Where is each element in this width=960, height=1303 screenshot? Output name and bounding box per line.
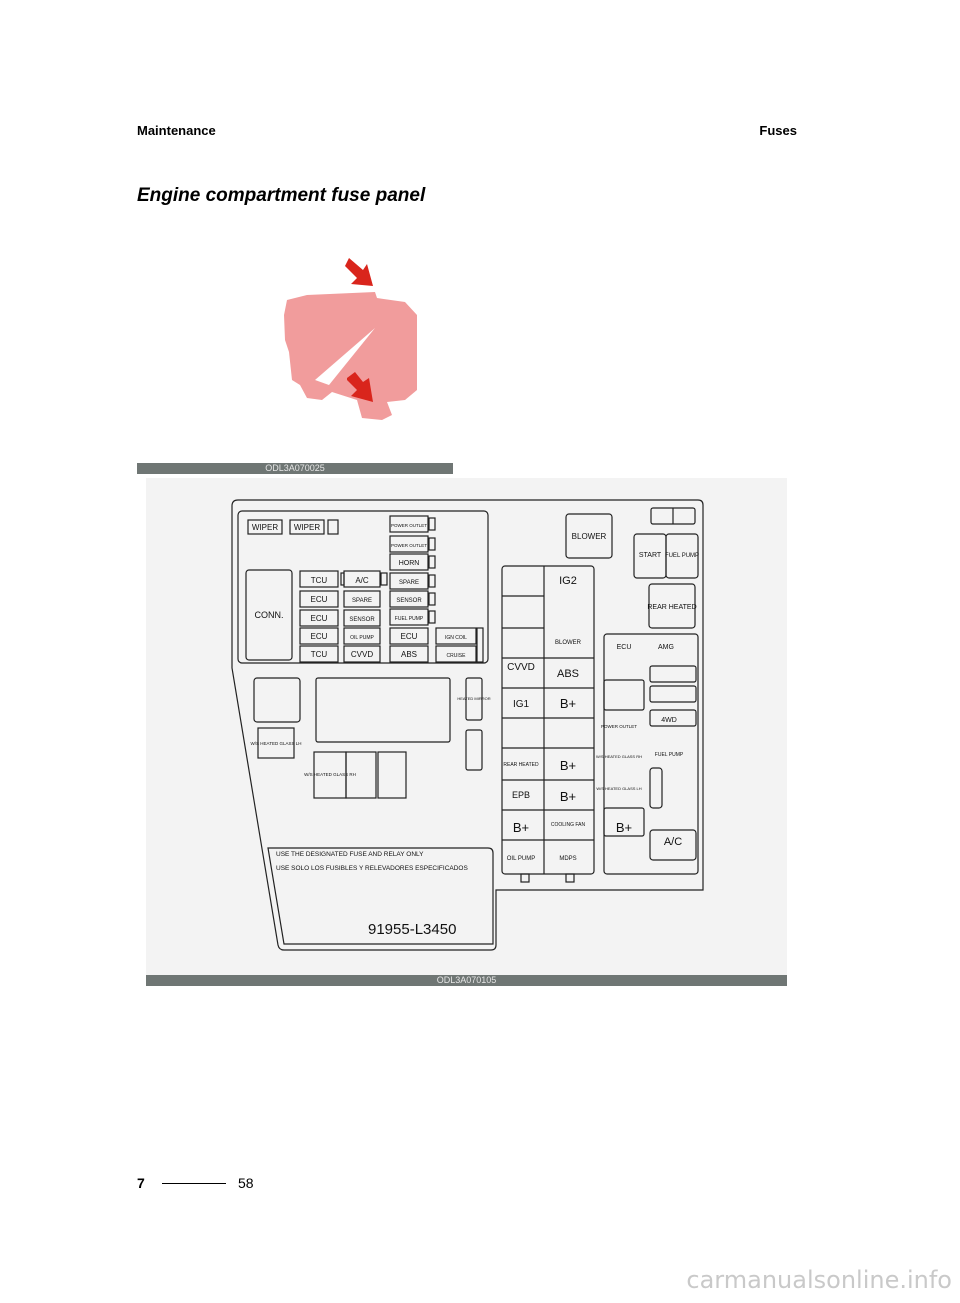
fuse-oil-pump: OIL PUMP [350, 635, 374, 641]
fuse-ecu-right: ECU [617, 644, 632, 651]
fuse-tcu-2: TCU [311, 650, 328, 659]
fuse-panel-diagram: WIPER WIPER CONN. TCU ECU ECU ECU TCU A/… [146, 478, 787, 975]
watermark: carmanualsonline.info [686, 1266, 952, 1294]
fuse-ig2: IG2 [559, 575, 577, 587]
fuse-b-plus-3: B+ [560, 789, 576, 804]
chapter-number: 7 [137, 1175, 145, 1191]
fuse-b-plus-5: B+ [616, 820, 632, 835]
fuse-ign-coil: IGN COIL [445, 635, 467, 641]
fuse-b-plus-4: B+ [513, 820, 529, 835]
fuse-rear-heated: REAR HEATED [503, 762, 539, 768]
page-title: Engine compartment fuse panel [137, 185, 426, 206]
fuse-ig1: IG1 [513, 699, 530, 710]
photo-caption: ODL3A070025 [137, 463, 453, 474]
fuse-b-plus-2: B+ [560, 758, 576, 773]
fuse-cooling-fan: COOLING FAN [551, 822, 586, 828]
fuse-ws-heated-glass-lh: W/S HEATED GLASS LH [596, 786, 641, 791]
fuse-abs-2: ABS [557, 668, 579, 680]
fuse-cvvd: CVVD [351, 650, 373, 659]
part-number: 91955-L3450 [368, 921, 456, 938]
fuse-ecu-4: ECU [401, 632, 418, 641]
relay-wiper-2: WIPER [294, 523, 320, 532]
fuse-box-location-illustration [137, 240, 453, 465]
fuse-b-plus-1: B+ [560, 696, 576, 711]
footer-rule [162, 1183, 226, 1184]
relay-start: START [639, 552, 662, 559]
fuse-spare-2: SPARE [399, 580, 419, 586]
fuse-cruise: CRUISE [447, 653, 467, 659]
header-section: Maintenance [137, 123, 216, 138]
fuse-epb: EPB [512, 790, 530, 800]
relay-fuel-pump: FUEL PUMP [665, 553, 699, 559]
relay-rear-heated: REAR HEATED [647, 604, 696, 611]
diagram-caption: ODL3A070105 [146, 975, 787, 986]
relay-wiper-1: WIPER [252, 523, 278, 532]
fuse-cvvd-center: CVVD [507, 662, 535, 673]
fuse-sensor-1: SENSOR [349, 617, 375, 623]
notice-line-1: USE THE DESIGNATED FUSE AND RELAY ONLY [276, 851, 424, 858]
fuse-4wd: 4WD [661, 717, 677, 724]
relay-ac: A/C [664, 836, 682, 848]
fuse-power-outlet-right: POWER OUTLET [601, 724, 637, 729]
fuse-ecu-3: ECU [311, 632, 328, 641]
fuse-tcu-1: TCU [311, 576, 328, 585]
fuse-spare-1: SPARE [352, 598, 372, 604]
relay-ws-heated-glass-lh: W/S HEATED GLASS LH [251, 741, 302, 746]
fuse-power-outlet-1: POWER OUTLET [391, 523, 427, 528]
fuse-heated-mirror: HEATED MIRROR [457, 696, 490, 701]
fuse-fuel-pump-right: FUEL PUMP [655, 752, 684, 758]
connector-label: CONN. [255, 610, 284, 620]
fuse-ecu-1: ECU [311, 595, 328, 604]
fuse-ws-heated-glass-rh: W/S HEATED GLASS RH [596, 754, 642, 759]
fuse-sensor-2: SENSOR [396, 598, 422, 604]
fuse-fuel-pump-1: FUEL PUMP [395, 616, 424, 622]
fuse-abs-1: ABS [401, 650, 417, 659]
fuse-amg: AMG [658, 644, 674, 651]
relay-blower: BLOWER [572, 532, 607, 541]
page-number: 58 [238, 1175, 254, 1191]
notice-line-2: USE SOLO LOS FUSIBLES Y RELEVADORES ESPE… [276, 865, 468, 872]
fuse-mdps: MDPS [559, 856, 576, 862]
fuse-horn: HORN [399, 560, 420, 567]
fuse-blower: BLOWER [555, 640, 582, 646]
fuse-power-outlet-2: POWER OUTLET [391, 543, 427, 548]
relay-ws-heated-glass-rh: W/S HEATED GLASS RH [304, 772, 356, 777]
header-topic: Fuses [759, 123, 797, 138]
fuse-ecu-2: ECU [311, 614, 328, 623]
fuse-oil-pump-center: OIL PUMP [507, 856, 535, 862]
fuse-ac: A/C [355, 576, 369, 585]
